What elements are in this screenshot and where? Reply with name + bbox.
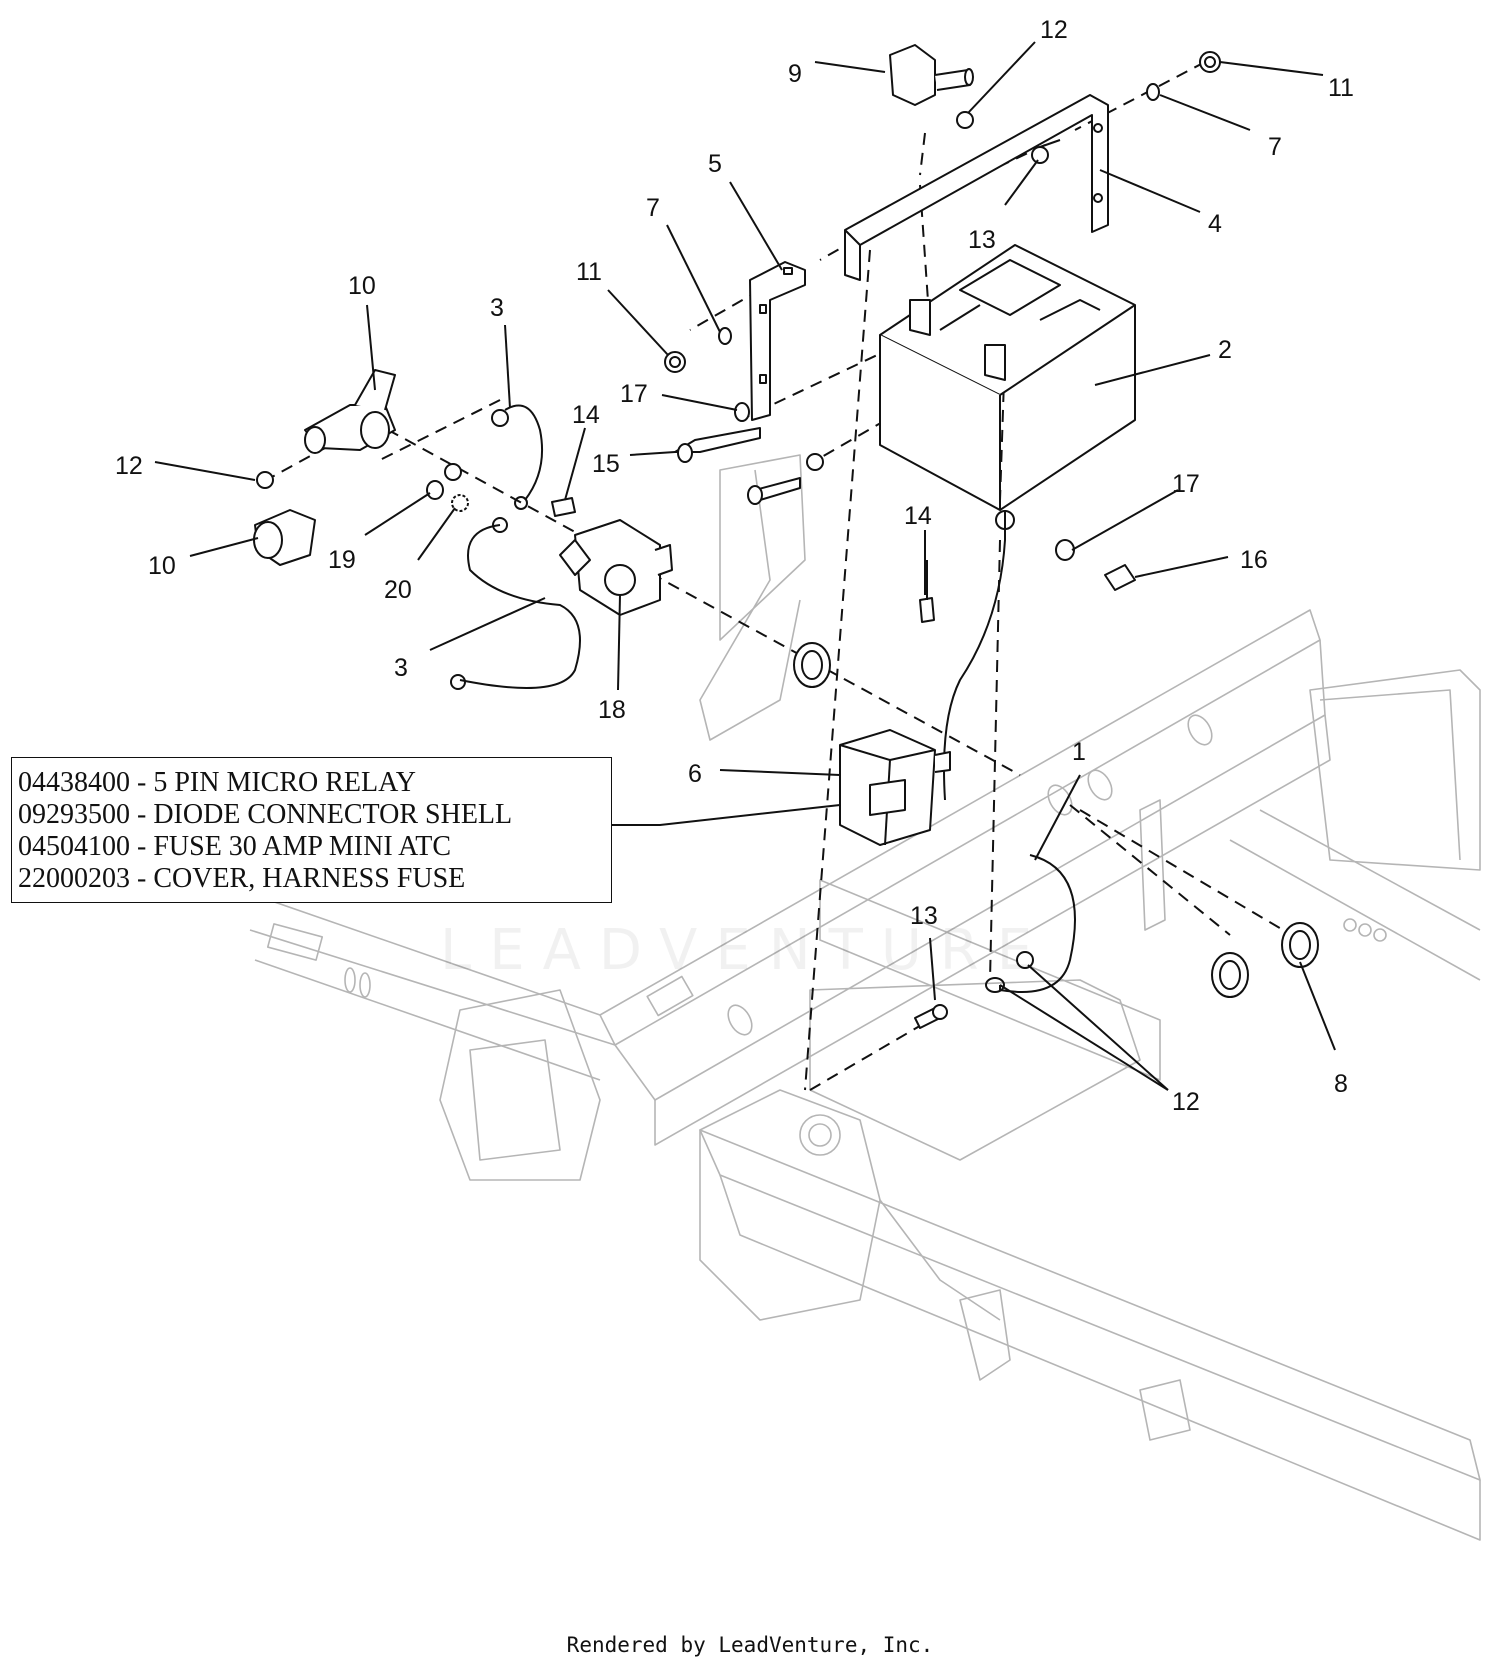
stud (919, 560, 935, 623)
callout-15: 15 (592, 450, 620, 478)
terminal-boot (304, 369, 396, 454)
nut (956, 111, 974, 129)
cable (491, 404, 544, 510)
callout-1: 1 (1072, 738, 1086, 766)
grommet (793, 642, 831, 688)
callout-13: 13 (910, 902, 938, 930)
pin (914, 1004, 948, 1029)
legend-line: 09293500 - DIODE CONNECTOR SHELL (18, 799, 513, 830)
callout-4: 4 (1208, 210, 1222, 238)
nut (664, 351, 686, 373)
callout-17: 17 (620, 380, 648, 408)
parts-legend: 04438400 - 5 PIN MICRO RELAY 09293500 - … (11, 757, 612, 903)
bolt (747, 453, 824, 505)
legend-line: 04504100 - FUSE 30 AMP MINI ATC (18, 831, 452, 862)
callout-14: 14 (572, 401, 600, 429)
legend-line: 22000203 - COVER, HARNESS FUSE (18, 863, 466, 894)
starter-solenoid (559, 519, 673, 616)
cable (450, 517, 581, 690)
grommet (1281, 922, 1319, 968)
mower-frame (239, 454, 1481, 1541)
callout-13: 13 (968, 226, 996, 254)
callout-11: 11 (576, 258, 602, 286)
nut (256, 471, 274, 489)
callout-14: 14 (904, 502, 932, 530)
micro-relay (839, 729, 951, 846)
washer (734, 402, 750, 422)
battery-cable (943, 510, 1076, 993)
callout-5: 5 (708, 150, 722, 178)
callout-17: 17 (1172, 470, 1200, 498)
callout-10: 10 (348, 272, 376, 300)
nut (1199, 51, 1221, 73)
callout-7: 7 (646, 194, 660, 222)
callout-10: 10 (148, 552, 176, 580)
callout-16: 16 (1240, 546, 1268, 574)
callout-3: 3 (394, 654, 408, 682)
bolt (674, 427, 761, 463)
legend-line: 04438400 - 5 PIN MICRO RELAY (18, 767, 416, 798)
battery-bracket (749, 261, 806, 421)
grommet (1211, 952, 1249, 998)
terminal-boot (889, 44, 974, 106)
nut (444, 463, 462, 481)
stud (551, 497, 576, 517)
battery (879, 244, 1136, 511)
callout-labels: 9 12 11 7 4 13 5 7 11 2 10 3 17 14 15 12… (115, 16, 1354, 1116)
hold-down-bar (844, 94, 1109, 281)
callout-19: 19 (328, 546, 356, 574)
callout-9: 9 (788, 60, 802, 88)
callout-11: 11 (1328, 74, 1354, 102)
leader-lines (154, 41, 1336, 1091)
washer (1146, 83, 1160, 101)
callout-12: 12 (115, 452, 143, 480)
washer (1055, 539, 1075, 561)
footer-credit: Rendered by LeadVenture, Inc. (566, 1633, 934, 1657)
callout-20: 20 (384, 576, 412, 604)
washer (426, 480, 444, 500)
callout-12: 12 (1172, 1088, 1200, 1116)
nut (1016, 951, 1034, 969)
callout-12: 12 (1040, 16, 1068, 44)
callout-3: 3 (490, 294, 504, 322)
callout-6: 6 (688, 760, 702, 788)
callout-18: 18 (598, 696, 626, 724)
callout-7: 7 (1268, 133, 1282, 161)
washer (718, 327, 732, 345)
watermark: LEADVENTURE (440, 918, 1051, 983)
callout-8: 8 (1334, 1070, 1348, 1098)
callout-2: 2 (1218, 336, 1232, 364)
bolt (1104, 564, 1136, 591)
terminal-boot (253, 509, 316, 566)
exploded-parts (253, 44, 1319, 1029)
lock-washer (451, 494, 469, 512)
